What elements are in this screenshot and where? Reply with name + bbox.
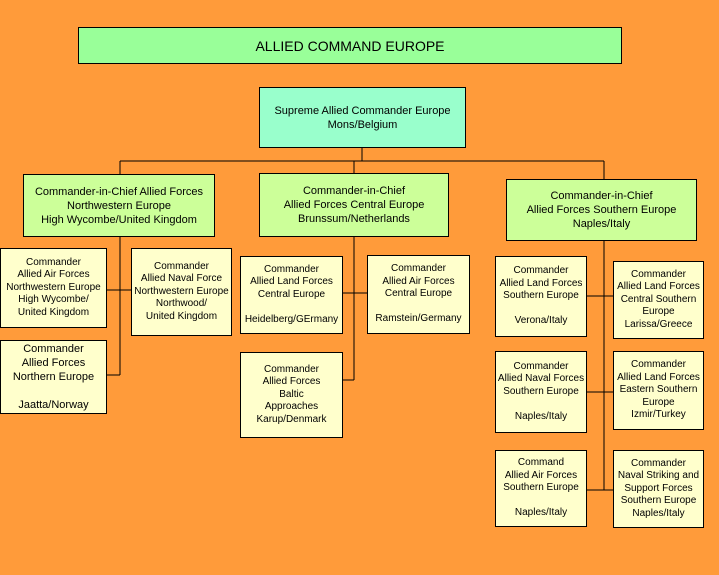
node-cinc-northwestern: Commander-in-Chief Allied Forces Northwe… [23, 174, 215, 237]
node-northern-europe: Commander Allied Forces Northern Europe … [0, 340, 107, 414]
node-south-air-forces: Command Allied Air Forces Southern Europ… [495, 450, 587, 527]
node-baltic-approaches: Commander Allied Forces Baltic Approache… [240, 352, 343, 438]
node-eastern-southern-land-forces: Commander Allied Land Forces Eastern Sou… [613, 351, 704, 430]
node-northern-europe-text: Commander Allied Forces Northern Europe … [12, 343, 95, 411]
node-central-southern-land-forces-text: Commander Allied Land Forces Central Sou… [617, 268, 700, 330]
node-cinc-central-text: Commander-in-Chief Allied Forces Central… [283, 185, 425, 225]
node-south-land-forces-text: Commander Allied Land Forces Southern Eu… [499, 265, 583, 327]
node-cinc-southern-text: Commander-in-Chief Allied Forces Souther… [526, 190, 677, 230]
chart-title: ALLIED COMMAND EUROPE [78, 27, 622, 64]
node-cinc-northwestern-text: Commander-in-Chief Allied Forces Northwe… [34, 185, 204, 226]
node-central-air-forces: Commander Allied Air Forces Central Euro… [367, 255, 470, 334]
node-central-southern-land-forces: Commander Allied Land Forces Central Sou… [613, 261, 704, 339]
node-naval-striking-support: Commander Naval Striking and Support For… [613, 450, 704, 528]
node-nw-air-forces-text: Commander Allied Air Forces Northwestern… [6, 256, 101, 318]
node-central-air-forces-text: Commander Allied Air Forces Central Euro… [375, 263, 462, 325]
node-nw-naval-force: Commander Allied Naval Force Northwester… [131, 248, 232, 336]
node-cinc-central: Commander-in-Chief Allied Forces Central… [259, 173, 449, 237]
chart-title-text: ALLIED COMMAND EUROPE [255, 37, 445, 54]
node-south-naval-forces-text: Commander Allied Naval Forces Southern E… [497, 360, 585, 422]
node-naval-striking-support-text: Commander Naval Striking and Support For… [617, 457, 700, 519]
node-supreme-commander: Supreme Allied Commander Europe Mons/Bel… [259, 87, 466, 148]
node-south-air-forces-text: Command Allied Air Forces Southern Europ… [503, 457, 579, 519]
node-eastern-southern-land-forces-text: Commander Allied Land Forces Eastern Sou… [617, 359, 700, 421]
node-central-land-forces: Commander Allied Land Forces Central Eur… [240, 256, 343, 334]
node-baltic-approaches-text: Commander Allied Forces Baltic Approache… [256, 363, 327, 425]
node-nw-air-forces: Commander Allied Air Forces Northwestern… [0, 248, 107, 328]
node-nw-naval-force-text: Commander Allied Naval Force Northwester… [134, 260, 229, 322]
node-central-land-forces-text: Commander Allied Land Forces Central Eur… [244, 263, 339, 325]
node-supreme-commander-text: Supreme Allied Commander Europe Mons/Bel… [274, 104, 451, 131]
node-south-naval-forces: Commander Allied Naval Forces Southern E… [495, 351, 587, 433]
node-south-land-forces: Commander Allied Land Forces Southern Eu… [495, 256, 587, 337]
node-cinc-southern: Commander-in-Chief Allied Forces Souther… [506, 179, 697, 241]
